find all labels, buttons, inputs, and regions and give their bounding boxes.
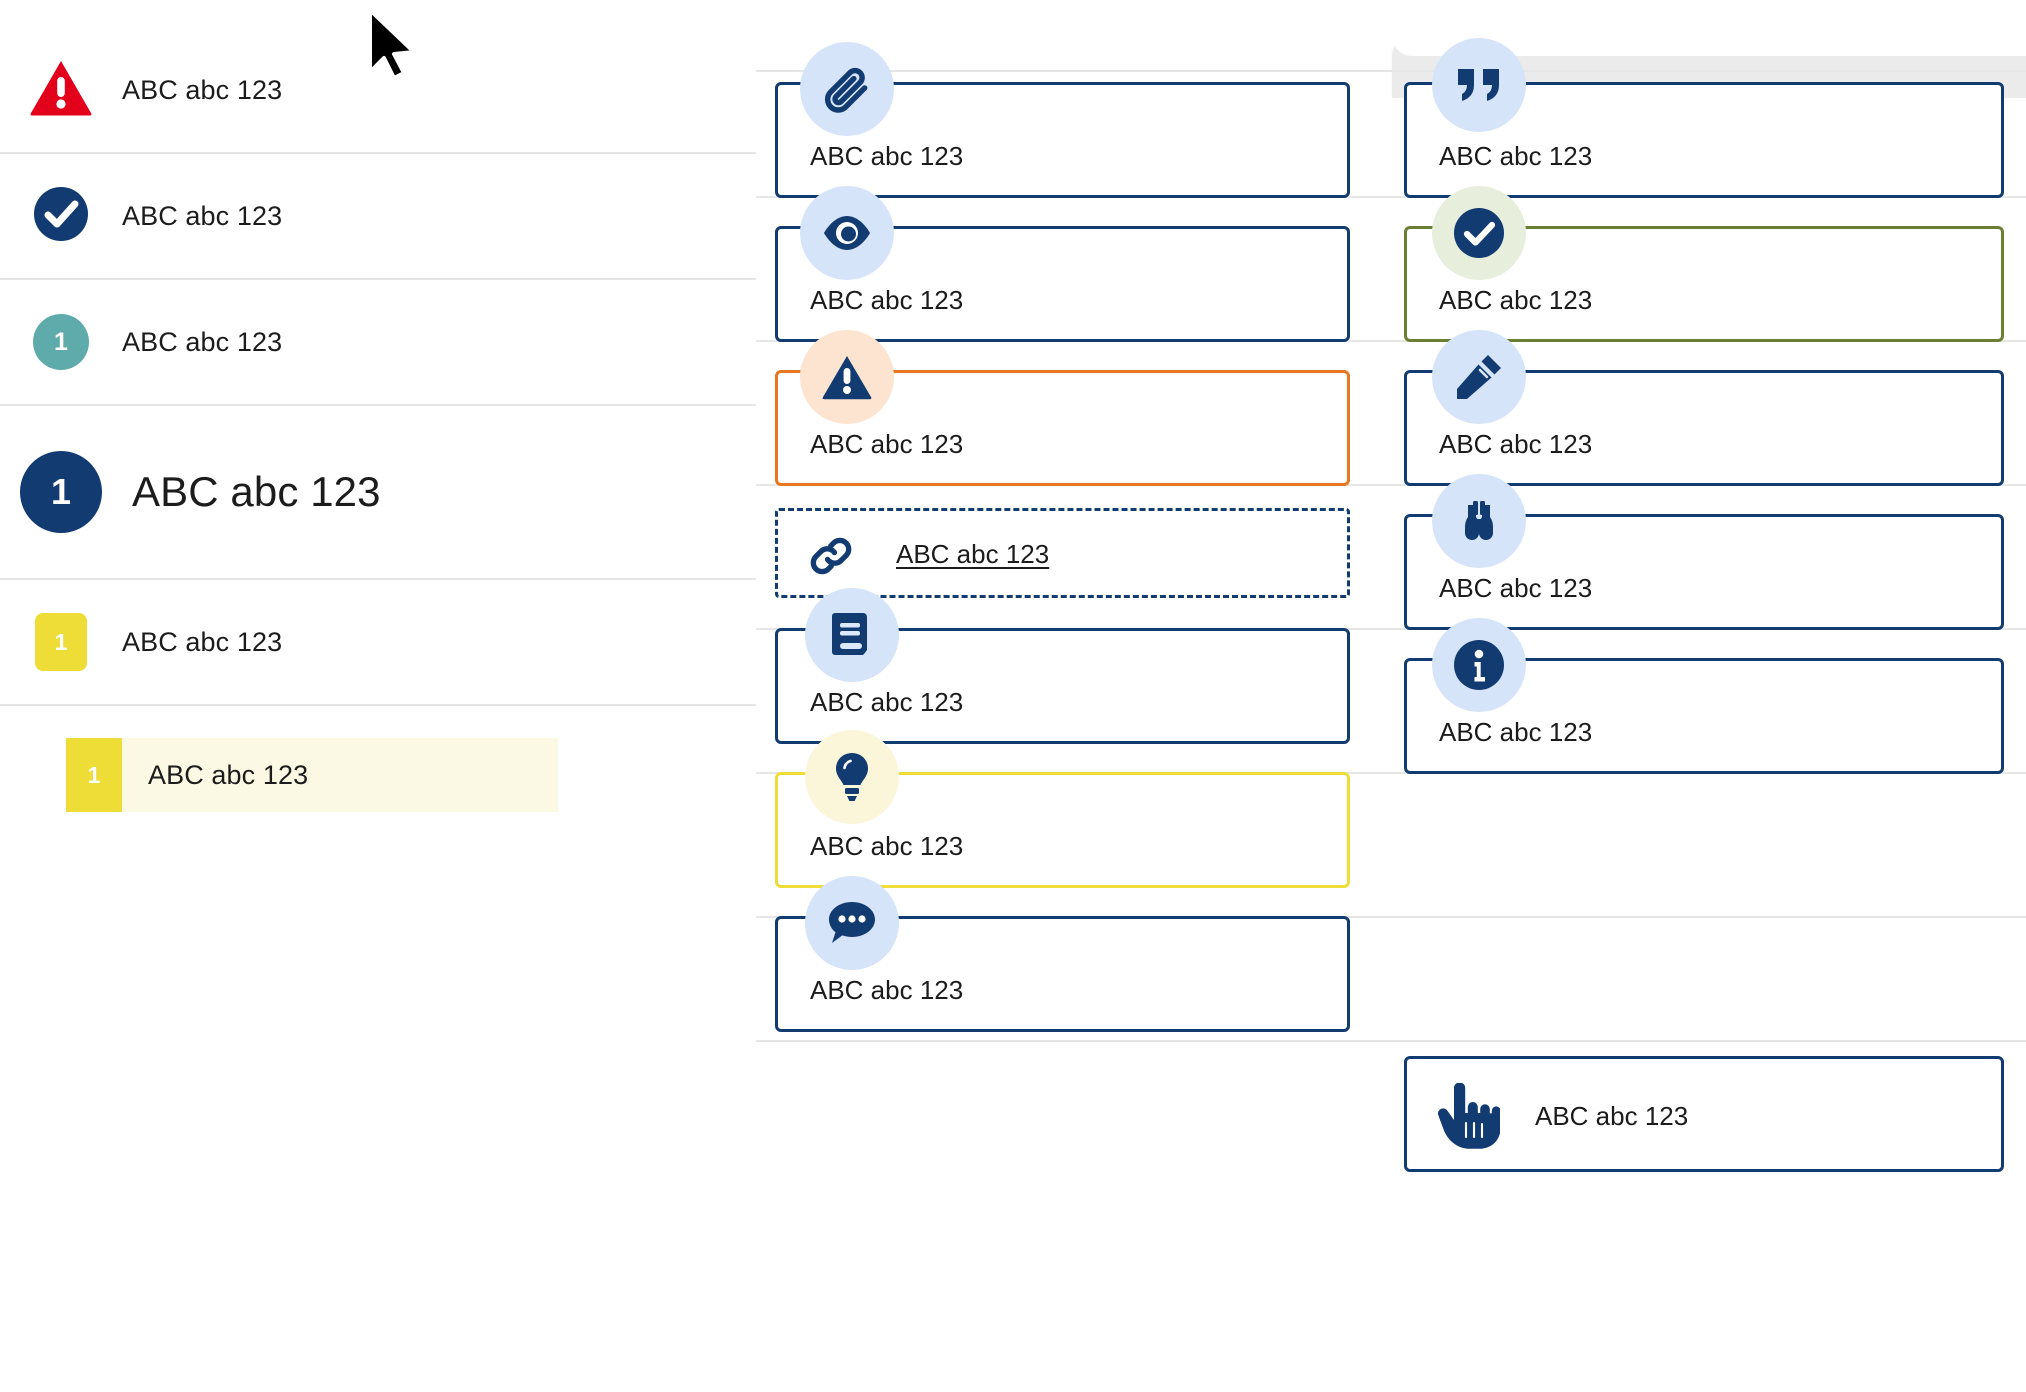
pencil-icon [1432,330,1526,424]
list-item-selected[interactable]: 1 ABC abc 123 [0,706,756,846]
divider [756,1040,2026,1042]
list-item-highlight[interactable]: 1 ABC abc 123 [66,738,558,812]
card-action[interactable]: ABC abc 123 [1404,1056,2004,1172]
book-icon [805,588,899,682]
divider [756,916,2026,918]
badge-value: 1 [87,761,101,788]
divider [756,772,2026,774]
card-label: ABC abc 123 [1535,1101,1689,1131]
card-label: ABC abc 123 [1439,429,1593,459]
divider [756,484,2026,486]
badge-value: 1 [54,628,68,655]
list-item-label: ABC abc 123 [148,759,309,790]
card-label: ABC abc 123 [810,429,964,459]
eye-icon [800,186,894,280]
card-label: ABC abc 123 [810,975,964,1005]
card-label: ABC abc 123 [810,687,964,717]
card-label: ABC abc 123 [1439,141,1593,171]
check-circle-icon [1432,186,1526,280]
list-item-label: ABC abc 123 [122,326,283,357]
comment-icon [805,876,899,970]
card-link[interactable]: ABC abc 123 [775,508,1350,598]
badge-value: 1 [50,471,72,512]
badge-slot: 1 [0,613,122,671]
number-badge-large-icon: 1 [20,451,102,533]
list-item-label: ABC abc 123 [122,200,283,231]
list-item[interactable]: 1 ABC abc 123 [0,580,756,706]
link-icon [806,531,856,581]
card-attachment[interactable]: ABC abc 123 [775,82,1350,198]
list-item[interactable]: 1 ABC abc 123 [0,280,756,406]
card-label: ABC abc 123 [810,831,964,861]
card-success[interactable]: ABC abc 123 [1404,226,2004,342]
check-circle-icon [32,185,90,248]
paperclip-icon [800,42,894,136]
divider [756,196,2026,198]
pointing-hand-icon [1433,1081,1505,1153]
info-circle-icon [1432,618,1526,712]
list-item-label: ABC abc 123 [132,468,381,515]
binoculars-icon [1432,474,1526,568]
list-item-label: ABC abc 123 [122,74,283,105]
card-label: ABC abc 123 [1439,573,1593,603]
card-edit[interactable]: ABC abc 123 [1404,370,2004,486]
divider [756,628,2026,630]
number-badge-icon: 1 [35,613,87,671]
lightbulb-icon [805,730,899,824]
list-item[interactable]: ABC abc 123 [0,28,756,154]
card-label: ABC abc 123 [810,285,964,315]
list-item-label: ABC abc 123 [122,626,283,657]
number-badge-icon: 1 [33,314,89,370]
warning-triangle-icon [29,59,93,122]
card-label: ABC abc 123 [1439,285,1593,315]
badge-slot [0,185,122,248]
badge-slot: 1 [0,451,122,533]
badge-value: 1 [54,327,68,356]
divider [756,70,2026,72]
warning-triangle-icon [800,330,894,424]
number-badge-icon: 1 [66,738,122,812]
card-label: ABC abc 123 [1439,717,1593,747]
left-column-list: ABC abc 123 ABC abc 123 1 ABC abc 123 1 [0,0,756,1392]
badge-slot [0,59,122,122]
list-item[interactable]: ABC abc 123 [0,154,756,280]
quote-icon [1432,38,1526,132]
divider [756,340,2026,342]
badge-slot: 1 [0,314,122,370]
card-label: ABC abc 123 [810,141,964,171]
list-item[interactable]: 1 ABC abc 123 [0,406,756,580]
card-link-label[interactable]: ABC abc 123 [896,539,1050,569]
